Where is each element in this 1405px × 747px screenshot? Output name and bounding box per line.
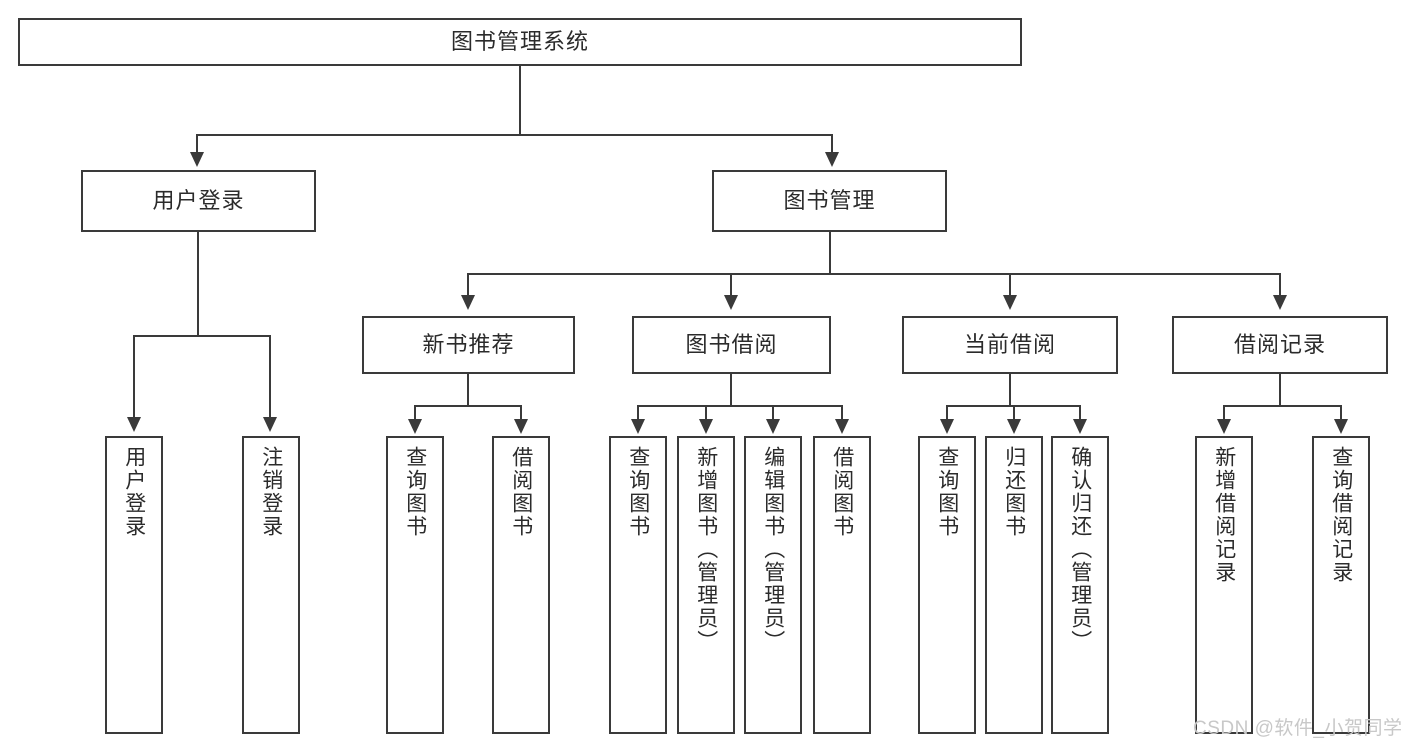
arrow-to-leaf-borrow-book-2 <box>835 419 849 434</box>
node-label: 当前借阅 <box>963 331 1056 357</box>
connector-book-borrow-leaf-3 <box>772 405 774 421</box>
csdn-watermark: CSDN @软件_小贺同学 <box>1193 718 1403 739</box>
leaf-user-login[interactable]: 用户登录 <box>105 436 163 734</box>
leaf-label: 查询图书 <box>935 446 959 538</box>
arrow-to-leaf-user-login <box>127 417 141 432</box>
node-label: 新书推荐 <box>422 331 515 357</box>
connector-book-borrow-leaf-1 <box>637 405 639 421</box>
node-current-borrow[interactable]: 当前借阅 <box>902 316 1118 374</box>
leaf-edit-book-admin[interactable]: 编辑图书（管理员） <box>744 436 802 734</box>
arrow-to-leaf-logout <box>263 417 277 432</box>
node-user-login[interactable]: 用户登录 <box>81 170 316 232</box>
connector-root-to-book-management <box>831 134 833 154</box>
node-label: 图书管理系统 <box>450 28 589 54</box>
arrow-to-leaf-query-book-2 <box>631 419 645 434</box>
connector-bm-to-book-borrow <box>730 273 732 297</box>
leaf-label: 新增借阅记录 <box>1212 446 1236 584</box>
arrow-to-leaf-query-record <box>1334 419 1348 434</box>
connector-new-book-stem <box>467 374 469 406</box>
leaf-label: 借阅图书 <box>830 446 854 538</box>
arrow-to-leaf-confirm-return <box>1073 419 1087 434</box>
connector-current-borrow-stem <box>1009 374 1011 406</box>
leaf-label: 新增图书（管理员） <box>694 446 718 653</box>
leaf-add-book-admin[interactable]: 新增图书（管理员） <box>677 436 735 734</box>
connector-user-login-leaf-1 <box>133 335 135 419</box>
node-root-book-management-system[interactable]: 图书管理系统 <box>18 18 1022 66</box>
connector-new-book-leaf-2 <box>520 405 522 421</box>
connector-root-bus <box>196 134 833 136</box>
connector-root-to-user-login <box>196 134 198 154</box>
connector-book-management-stem <box>829 232 831 274</box>
connector-borrow-record-leaf-2 <box>1340 405 1342 421</box>
leaf-label: 查询借阅记录 <box>1329 446 1353 584</box>
connector-borrow-record-bus <box>1223 405 1341 407</box>
leaf-label: 确认归还（管理员） <box>1068 446 1092 653</box>
leaf-label: 注销登录 <box>259 446 283 538</box>
leaf-label: 编辑图书（管理员） <box>761 446 785 653</box>
node-label: 借阅记录 <box>1233 331 1326 357</box>
connector-user-login-stem <box>197 232 199 336</box>
connector-book-borrow-leaf-2 <box>705 405 707 421</box>
leaf-query-borrow-record[interactable]: 查询借阅记录 <box>1312 436 1370 734</box>
node-label: 图书管理 <box>783 187 876 213</box>
node-label: 图书借阅 <box>685 331 778 357</box>
leaf-label: 查询图书 <box>626 446 650 538</box>
connector-new-book-leaf-1 <box>414 405 416 421</box>
connector-bm-to-current-borrow <box>1009 273 1011 297</box>
arrow-to-leaf-add-record <box>1217 419 1231 434</box>
arrow-to-leaf-borrow-book-1 <box>514 419 528 434</box>
leaf-query-book-current[interactable]: 查询图书 <box>918 436 976 734</box>
leaf-add-borrow-record[interactable]: 新增借阅记录 <box>1195 436 1253 734</box>
connector-user-login-bus <box>133 335 270 337</box>
arrow-to-book-management <box>825 152 839 167</box>
arrow-to-leaf-query-book-1 <box>408 419 422 434</box>
leaf-logout[interactable]: 注销登录 <box>242 436 300 734</box>
connector-book-borrow-leaf-4 <box>841 405 843 421</box>
connector-book-borrow-bus <box>637 405 843 407</box>
leaf-borrow-book-recommend[interactable]: 借阅图书 <box>492 436 550 734</box>
leaf-return-book[interactable]: 归还图书 <box>985 436 1043 734</box>
leaf-borrow-book[interactable]: 借阅图书 <box>813 436 871 734</box>
arrow-to-new-book-recommend <box>461 295 475 310</box>
leaf-label: 借阅图书 <box>509 446 533 538</box>
connector-bm-to-new-book <box>467 273 469 297</box>
connector-current-borrow-leaf-3 <box>1079 405 1081 421</box>
node-borrow-record[interactable]: 借阅记录 <box>1172 316 1388 374</box>
connector-borrow-record-stem <box>1279 374 1281 406</box>
node-new-book-recommend[interactable]: 新书推荐 <box>362 316 575 374</box>
connector-borrow-record-leaf-1 <box>1223 405 1225 421</box>
connector-user-login-leaf-2 <box>269 335 271 419</box>
arrow-to-leaf-add-book <box>699 419 713 434</box>
connector-current-borrow-leaf-2 <box>1013 405 1015 421</box>
leaf-label: 用户登录 <box>122 446 146 538</box>
connector-book-borrow-stem <box>730 374 732 406</box>
leaf-confirm-return-admin[interactable]: 确认归还（管理员） <box>1051 436 1109 734</box>
leaf-label: 查询图书 <box>403 446 427 538</box>
leaf-query-book-borrow[interactable]: 查询图书 <box>609 436 667 734</box>
connector-root-stem <box>519 66 521 135</box>
arrow-to-user-login <box>190 152 204 167</box>
connector-new-book-bus <box>414 405 521 407</box>
arrow-to-current-borrow <box>1003 295 1017 310</box>
connector-book-management-bus <box>467 273 1281 275</box>
node-book-management[interactable]: 图书管理 <box>712 170 947 232</box>
node-book-borrow[interactable]: 图书借阅 <box>632 316 831 374</box>
leaf-query-book-recommend[interactable]: 查询图书 <box>386 436 444 734</box>
arrow-to-leaf-query-book-3 <box>940 419 954 434</box>
node-label: 用户登录 <box>152 187 245 213</box>
arrow-to-leaf-return-book <box>1007 419 1021 434</box>
leaf-label: 归还图书 <box>1002 446 1026 538</box>
connector-bm-to-borrow-record <box>1279 273 1281 297</box>
arrow-to-borrow-record <box>1273 295 1287 310</box>
connector-current-borrow-leaf-1 <box>946 405 948 421</box>
arrow-to-leaf-edit-book <box>766 419 780 434</box>
arrow-to-book-borrow <box>724 295 738 310</box>
